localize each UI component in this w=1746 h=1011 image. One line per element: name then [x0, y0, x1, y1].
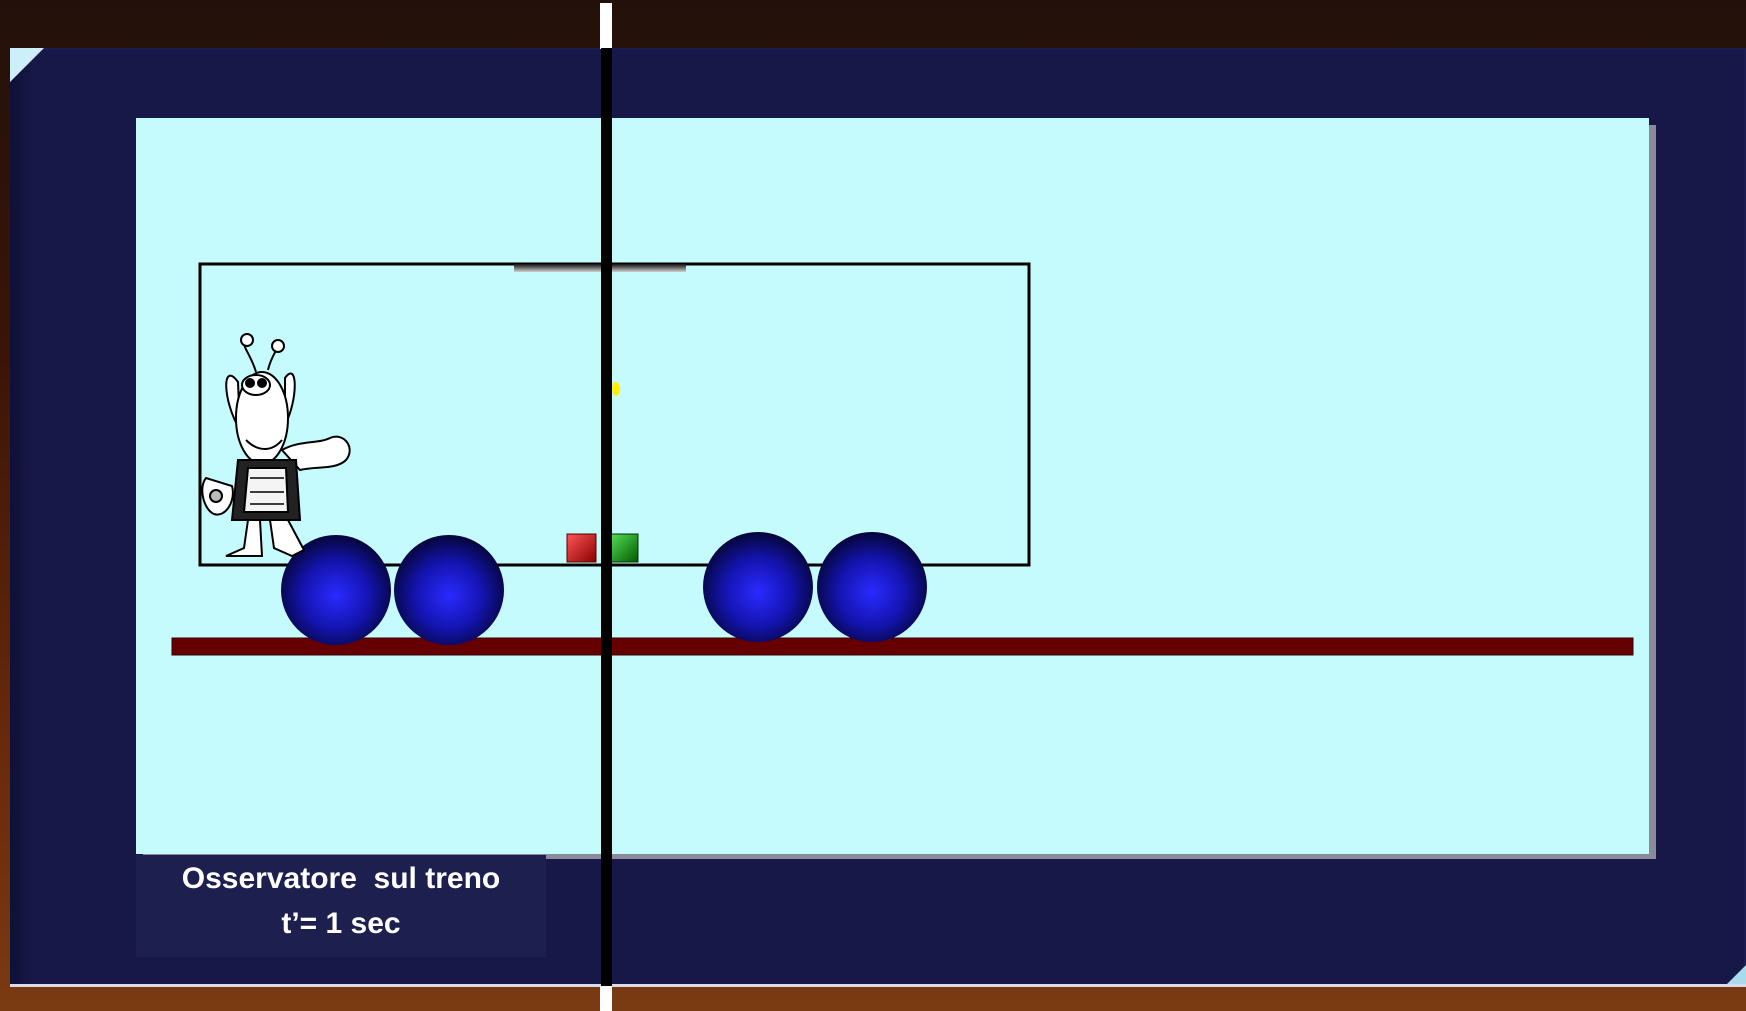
light-photon — [612, 382, 620, 396]
train-car — [200, 264, 1029, 565]
wheel — [817, 532, 927, 642]
green-light — [611, 534, 638, 562]
wheel — [394, 535, 504, 645]
observer-reference-line-bottom — [600, 986, 612, 1011]
observer-reference-line — [601, 48, 612, 986]
red-light — [567, 534, 596, 562]
mirror — [514, 264, 686, 272]
cartoon-observer-illustration — [202, 334, 349, 556]
observer-reference-line-top — [600, 3, 612, 49]
wheel — [703, 532, 813, 642]
rail-track — [172, 638, 1633, 655]
